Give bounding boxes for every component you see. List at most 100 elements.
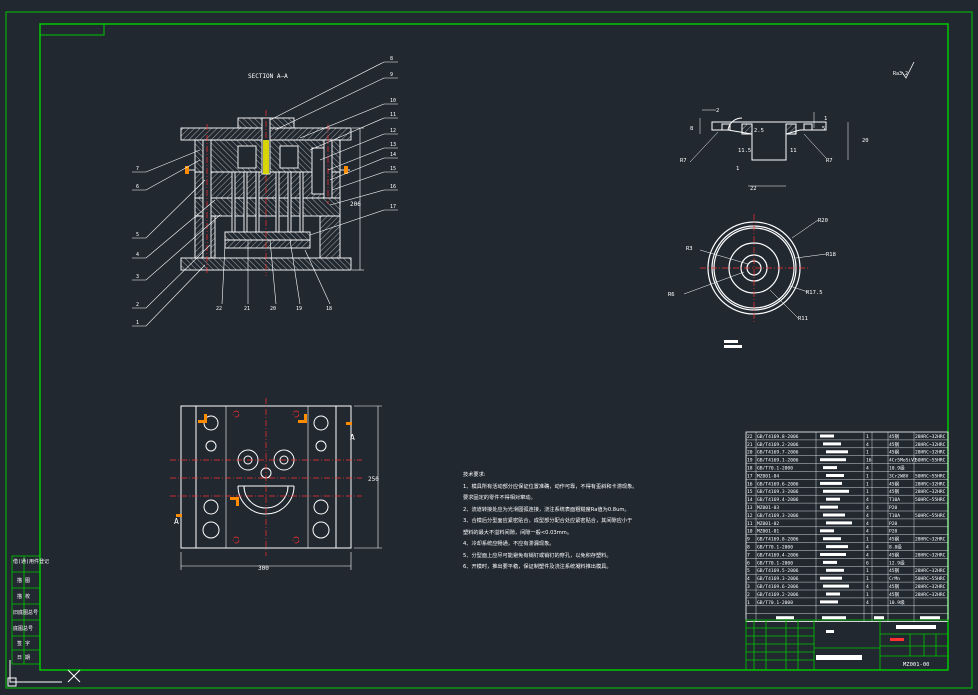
bom-std: GB/T4169.5-2006 bbox=[757, 568, 799, 574]
bom-qty: 1 bbox=[866, 450, 869, 456]
part-dim-t5: 5 bbox=[822, 126, 825, 132]
callout-4: 4 bbox=[136, 252, 139, 258]
bom-mat: 45钢 bbox=[889, 551, 900, 558]
callout-10: 10 bbox=[390, 98, 396, 104]
top-radius-r3: R3 bbox=[686, 246, 693, 252]
plan-view: A A 300 250 bbox=[170, 398, 382, 572]
top-radius-r18: R18 bbox=[826, 252, 836, 258]
callout-19: 19 bbox=[296, 306, 302, 312]
bom-name-bar bbox=[820, 505, 838, 509]
bom-std: MZ001-03 bbox=[757, 505, 779, 511]
part-dim-width: 22 bbox=[750, 186, 757, 192]
tech-note-3: 3、合模后分型面应紧密贴合，成型部分配合处应紧密贴合，其间隙应小于 bbox=[463, 518, 633, 524]
bom-note: 28HRC~32HRC bbox=[915, 450, 946, 456]
bom-note: 28HRC~32HRC bbox=[915, 584, 946, 590]
callout-16: 16 bbox=[390, 184, 396, 190]
bom-mat: 10.9级 bbox=[889, 599, 905, 606]
callout-2: 2 bbox=[136, 302, 139, 308]
bom-note: 28HRC~32HRC bbox=[915, 537, 946, 543]
bom-name-bar bbox=[820, 481, 842, 485]
bom-qty: 4 bbox=[866, 505, 869, 511]
bom-mat: 10.9级 bbox=[889, 465, 905, 472]
bom-name-bar bbox=[823, 466, 837, 470]
bom-mat: 4Cr5MoSiV1 bbox=[889, 458, 917, 464]
bom-mat: 45钢 bbox=[889, 488, 900, 495]
side-label-6: 日 期 bbox=[17, 655, 30, 661]
bom-mat: 8.8级 bbox=[889, 544, 902, 551]
bom-header-bar bbox=[822, 616, 846, 620]
bom-no: 3 bbox=[747, 584, 750, 590]
side-register: 借(通)用件登记 描 图 描 校 旧底图总号 底图总号 签 字 日 期 bbox=[11, 555, 49, 665]
bom-std: GB/T4169.3-2006 bbox=[757, 576, 799, 582]
bom-no: 12 bbox=[747, 513, 753, 519]
part-dim-t6: 1 bbox=[736, 166, 739, 172]
callout-13: 13 bbox=[390, 142, 396, 148]
bom-name-bar bbox=[823, 442, 841, 446]
tech-note-4: 塑料的最大不溢料间隙，间隙一般<0.03mm。 bbox=[463, 529, 573, 536]
bom-no: 20 bbox=[747, 450, 753, 456]
bom-name-bar bbox=[826, 545, 848, 549]
bom-mat: 3Cr2W8V bbox=[889, 473, 909, 479]
bom-name-bar bbox=[826, 592, 840, 596]
bom-std: GB/T4169.8-2006 bbox=[757, 434, 799, 440]
bom-qty: 4 bbox=[866, 529, 869, 535]
bom-std: MZ001-02 bbox=[757, 521, 779, 527]
side-label-2: 描 校 bbox=[17, 593, 30, 600]
bom-qty: 4 bbox=[866, 442, 869, 448]
roughness-value: Ra3.2 bbox=[893, 71, 908, 77]
bom-std: MZ001-01 bbox=[757, 529, 779, 535]
callout-1: 1 bbox=[136, 320, 139, 326]
bom-qty: 4 bbox=[866, 521, 869, 527]
bom-no: 6 bbox=[747, 560, 750, 566]
bom-name-bar bbox=[826, 474, 844, 477]
bom-mat: 45钢 bbox=[889, 433, 900, 440]
tech-note-2: 2、流道转接处应为光滑圆弧连接，浇注系统表面粗糙度Ra值为0.8um。 bbox=[463, 506, 630, 513]
bom-std: GB/T4169.8-2006 bbox=[757, 537, 799, 543]
bom-no: 8 bbox=[747, 545, 750, 551]
bom-no: 19 bbox=[747, 458, 753, 464]
top-radius-r17-5: R17.5 bbox=[806, 290, 823, 296]
callout-17: 17 bbox=[390, 204, 396, 210]
plan-section-mark-top: A bbox=[350, 433, 355, 442]
plan-section-mark-bottom: A bbox=[174, 517, 179, 526]
side-label-3: 旧底图总号 bbox=[13, 609, 38, 616]
bom-mat: T10A bbox=[889, 497, 900, 503]
bom-no: 21 bbox=[747, 442, 753, 448]
bom-no: 4 bbox=[747, 576, 750, 582]
bom-name-bar bbox=[826, 521, 852, 525]
tech-note-5: 4、冷却系统应畅通，不应有滞漏现象。 bbox=[463, 541, 555, 547]
callout-22: 22 bbox=[216, 306, 222, 312]
bom-mat: CrMn bbox=[889, 576, 900, 582]
bom-no: 5 bbox=[747, 568, 750, 574]
bom-std: GB/T4169.3-2006 bbox=[757, 513, 799, 519]
bom-name-bar bbox=[820, 458, 846, 462]
bom-qty: 1 bbox=[866, 537, 869, 543]
bom-std: GB/T4169.7-2006 bbox=[757, 450, 799, 456]
bom-no: 18 bbox=[747, 466, 753, 472]
bom-no: 11 bbox=[747, 521, 753, 527]
bom-name-bar bbox=[820, 600, 838, 604]
bom-qty: 6 bbox=[866, 560, 869, 566]
bom-std: GB/T70.1-2000 bbox=[757, 545, 793, 551]
bom-std: GB/T4169.6-2006 bbox=[757, 481, 799, 487]
drawing-number: MZ001-00 bbox=[903, 662, 930, 668]
bom-mat: 45钢 bbox=[889, 441, 900, 448]
tech-note-1: 要求固定的零件不得相对窜动。 bbox=[463, 495, 536, 501]
bom-mat: P20 bbox=[889, 505, 898, 511]
bom-note: 50HRC~55HRC bbox=[915, 458, 946, 464]
part-dim-height: 20 bbox=[862, 138, 869, 144]
bom-qty: 1 bbox=[866, 481, 869, 487]
bom-std: GB/T4169.2-2006 bbox=[757, 442, 799, 448]
dim-plan-width: 300 bbox=[258, 565, 269, 572]
part-top-view: R20 R18 R17.5 R11 R3 R6 bbox=[668, 214, 836, 348]
bom-mat: 45钢 bbox=[889, 536, 900, 543]
section-view: SECTION A—A bbox=[132, 56, 398, 327]
bom-name-bar bbox=[823, 584, 849, 588]
bom-name-bar bbox=[826, 568, 844, 572]
bom-std: GB/T70.1-2000 bbox=[757, 600, 793, 606]
callout-11: 11 bbox=[390, 112, 396, 118]
top-radius-r11: R11 bbox=[798, 316, 808, 322]
bom-mat: 45钢 bbox=[889, 567, 900, 574]
dim-section-height: 206 bbox=[350, 201, 361, 208]
